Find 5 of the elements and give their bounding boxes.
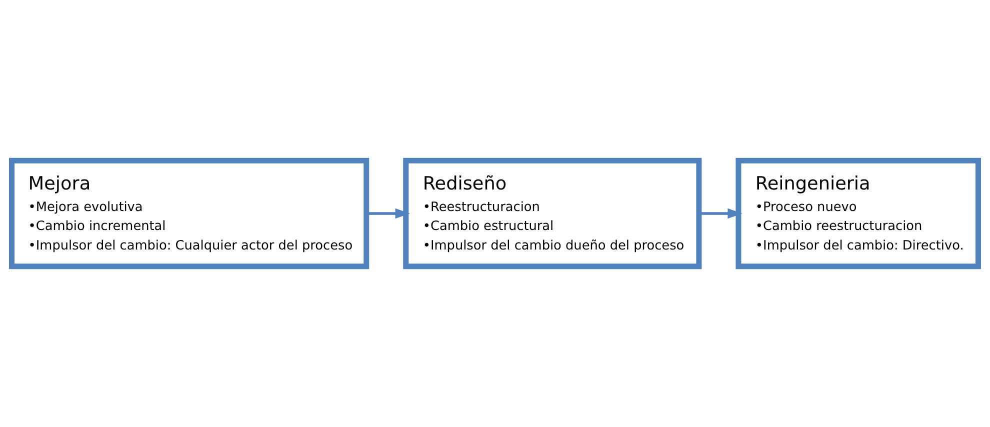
node-box: Rediseño •Reestructuracion •Cambio estructural •Impulsor del cambio dueño del proceso <box>403 158 702 270</box>
arrow <box>699 208 742 219</box>
node-box: Mejora •Mejora evolutiva •Cambio incremental •Impulsor del cambio: Cualquier actor del proceso <box>9 158 370 270</box>
arrow <box>366 208 410 219</box>
node-box: Reingenieria •Proceso nuevo •Cambio reestructuracion •Impulsor del cambio: Directivo. <box>736 158 981 270</box>
